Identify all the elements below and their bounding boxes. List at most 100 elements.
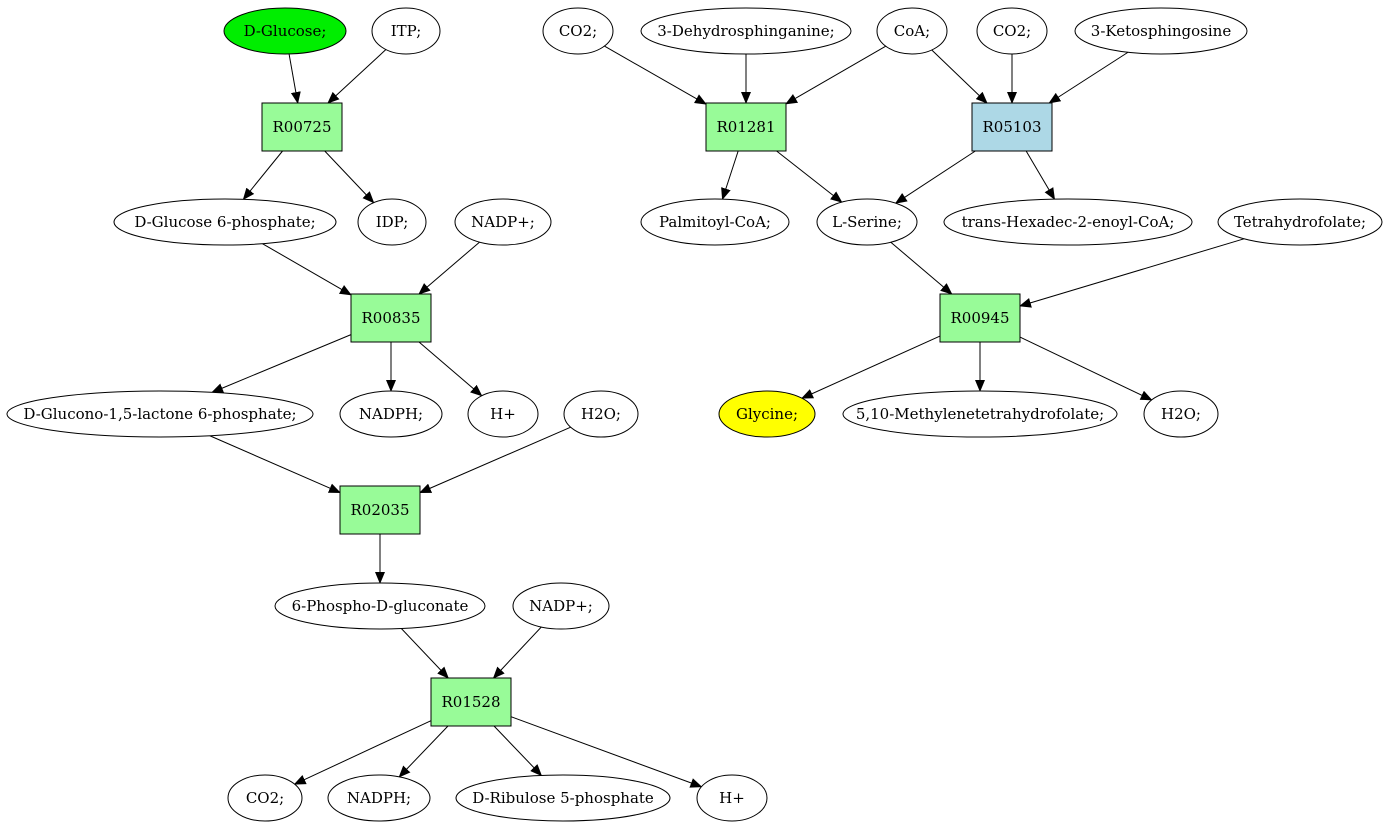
reaction-node-r00725[interactable]: R00725 [261, 102, 343, 152]
edge-coa-to-r05103 [931, 49, 988, 104]
node-label: R00835 [361, 309, 420, 327]
compound-ellipse [876, 7, 948, 55]
node-label: CoA; [894, 22, 930, 40]
node-label: R02035 [350, 501, 409, 519]
compound-ellipse [274, 582, 486, 630]
compound-ellipse [227, 774, 303, 822]
edge-r05103-to-transhex [1025, 150, 1056, 200]
compound-node-glucono[interactable]: D-Glucono-1,5-lactone 6-phosphate; [6, 390, 314, 438]
compound-ellipse [371, 7, 441, 55]
compound-ellipse [640, 7, 852, 55]
edge-co2a-to-r01281 [604, 45, 707, 105]
compound-node-h2o2[interactable]: H2O; [1143, 390, 1219, 438]
reaction-box [705, 102, 787, 152]
compound-node-co2a[interactable]: CO2; [542, 7, 614, 55]
compound-node-h2o1[interactable]: H2O; [563, 390, 639, 438]
compound-node-thf[interactable]: Tetrahydrofolate; [1217, 198, 1383, 246]
compound-node-keto[interactable]: 3-Ketosphingosine [1074, 7, 1248, 55]
edge-g6p-to-r00835 [262, 243, 352, 296]
node-label: CO2; [993, 22, 1031, 40]
compound-node-itp[interactable]: ITP; [371, 7, 441, 55]
compound-ellipse [113, 198, 337, 246]
compound-node-glucose[interactable]: D-Glucose; [223, 7, 347, 55]
edge-r01528-to-nadph2 [398, 725, 449, 778]
edge-r00835-to-glucono [211, 334, 352, 393]
reaction-node-r00945[interactable]: R00945 [939, 293, 1021, 343]
node-label: 3-Ketosphingosine [1091, 22, 1232, 40]
reaction-node-r01528[interactable]: R01528 [430, 677, 512, 727]
compound-node-coa[interactable]: CoA; [876, 7, 948, 55]
compound-ellipse [357, 198, 427, 246]
compound-ellipse [943, 198, 1193, 246]
node-label: trans-Hexadec-2-enoyl-CoA; [962, 213, 1175, 231]
edge-r01281-to-serine [776, 150, 843, 203]
compound-ellipse [1143, 390, 1219, 438]
compound-ellipse [512, 582, 610, 630]
node-label: Palmitoyl-CoA; [659, 213, 771, 231]
compound-node-glycine[interactable]: Glycine; [718, 390, 816, 438]
compound-ellipse [339, 390, 443, 438]
edge-phosphogluconate-to-r01528 [400, 628, 449, 679]
reaction-node-r02035[interactable]: R02035 [339, 485, 421, 535]
node-label: H2O; [581, 405, 621, 423]
compound-node-nadp2[interactable]: NADP+; [512, 582, 610, 630]
compound-ellipse [976, 7, 1048, 55]
compound-node-g6p[interactable]: D-Glucose 6-phosphate; [113, 198, 337, 246]
reaction-box [971, 102, 1053, 152]
node-label: L-Serine; [832, 213, 902, 231]
reaction-node-r05103[interactable]: R05103 [971, 102, 1053, 152]
node-label: NADP+; [471, 213, 535, 231]
compound-ellipse [327, 774, 431, 822]
edge-r00835-to-hplus1 [418, 341, 483, 397]
compound-ellipse [563, 390, 639, 438]
edge-nadp2-to-r01528 [492, 626, 542, 679]
compound-node-nadph2[interactable]: NADPH; [327, 774, 431, 822]
reaction-box [261, 102, 343, 152]
edge-nadp1-to-r00835 [418, 241, 480, 295]
compound-node-hplus2[interactable]: H+ [696, 774, 768, 822]
node-label: ITP; [391, 22, 422, 40]
compound-ellipse [467, 390, 539, 438]
reaction-node-r00835[interactable]: R00835 [350, 293, 432, 343]
compound-node-phosphogluconate[interactable]: 6-Phospho-D-gluconate [274, 582, 486, 630]
compound-ellipse [1217, 198, 1383, 246]
compound-node-co2b[interactable]: CO2; [976, 7, 1048, 55]
compound-node-ribulose[interactable]: D-Ribulose 5-phosphate [455, 774, 671, 822]
compound-ellipse [640, 198, 790, 246]
compound-node-dehydro[interactable]: 3-Dehydrosphinganine; [640, 7, 852, 55]
reaction-box [430, 677, 512, 727]
compound-node-nadph1[interactable]: NADPH; [339, 390, 443, 438]
edge-h2o1-to-r02035 [419, 426, 571, 494]
node-label: Tetrahydrofolate; [1234, 213, 1366, 231]
compound-node-serine[interactable]: L-Serine; [816, 198, 918, 246]
compound-ellipse [816, 198, 918, 246]
compound-ellipse [223, 7, 347, 55]
compound-node-methylene[interactable]: 5,10-Methylenetetrahydrofolate; [842, 390, 1118, 438]
compound-ellipse [6, 390, 314, 438]
compound-node-co2c[interactable]: CO2; [227, 774, 303, 822]
reaction-box [350, 293, 432, 343]
compound-ellipse [696, 774, 768, 822]
edge-r00725-to-g6p [242, 150, 283, 201]
compound-node-palmitoyl[interactable]: Palmitoyl-CoA; [640, 198, 790, 246]
node-label: CO2; [559, 22, 597, 40]
edge-r00725-to-idp [324, 150, 375, 204]
reaction-node-r01281[interactable]: R01281 [705, 102, 787, 152]
node-label: H+ [490, 405, 516, 423]
compound-node-hplus1[interactable]: H+ [467, 390, 539, 438]
node-label: 3-Dehydrosphinganine; [657, 22, 834, 40]
node-label: D-Ribulose 5-phosphate [472, 789, 654, 807]
edge-r01528-to-ribulose [493, 725, 543, 777]
node-label: R01281 [716, 118, 775, 136]
compound-node-nadp1[interactable]: NADP+; [454, 198, 552, 246]
compound-node-transhex[interactable]: trans-Hexadec-2-enoyl-CoA; [943, 198, 1193, 246]
compound-node-idp[interactable]: IDP; [357, 198, 427, 246]
edge-coa-to-r01281 [785, 45, 886, 105]
compound-ellipse [842, 390, 1118, 438]
reaction-box [339, 485, 421, 535]
node-label: D-Glucono-1,5-lactone 6-phosphate; [23, 405, 296, 423]
node-label: NADP+; [529, 597, 593, 615]
node-label: NADPH; [347, 789, 411, 807]
